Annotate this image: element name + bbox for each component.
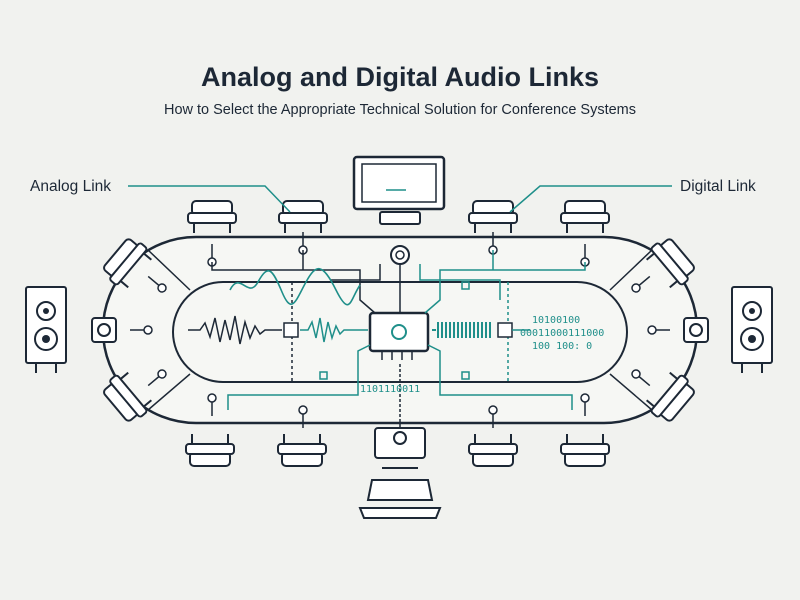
chair-icon [278, 200, 328, 234]
speaker-icon [731, 286, 773, 374]
central-processor-icon [368, 311, 430, 360]
speaker-icon [25, 286, 67, 374]
digital-bits-row2: 00011000111000 [520, 328, 604, 339]
chair-icon [560, 200, 610, 234]
camera-icon [91, 317, 117, 343]
chair-icon [468, 200, 518, 234]
chair-icon [185, 433, 235, 467]
analog-link-label: Analog Link [30, 178, 112, 195]
monitor-icon [352, 155, 446, 265]
digital-signal: 10100100 00011000111000 100 100: 0 11011… [319, 281, 604, 395]
digital-bits-row1: 10100100 [532, 315, 580, 326]
chair-icon [468, 433, 518, 467]
camera-icon [683, 317, 709, 343]
page-subtitle: How to Select the Appropriate Technical … [163, 102, 637, 118]
digital-bits-row3: 100 100: 0 [532, 341, 592, 352]
digital-link-label: Digital Link [680, 178, 756, 195]
chair-icon [187, 200, 237, 234]
digital-bits-bottom: 1101110011 [360, 384, 420, 395]
page-title: Analog and Digital Audio Links [201, 62, 599, 92]
laptop-icon [358, 427, 442, 519]
analog-waveform [188, 267, 368, 345]
chair-icon [277, 433, 327, 467]
chair-icon [560, 433, 610, 467]
